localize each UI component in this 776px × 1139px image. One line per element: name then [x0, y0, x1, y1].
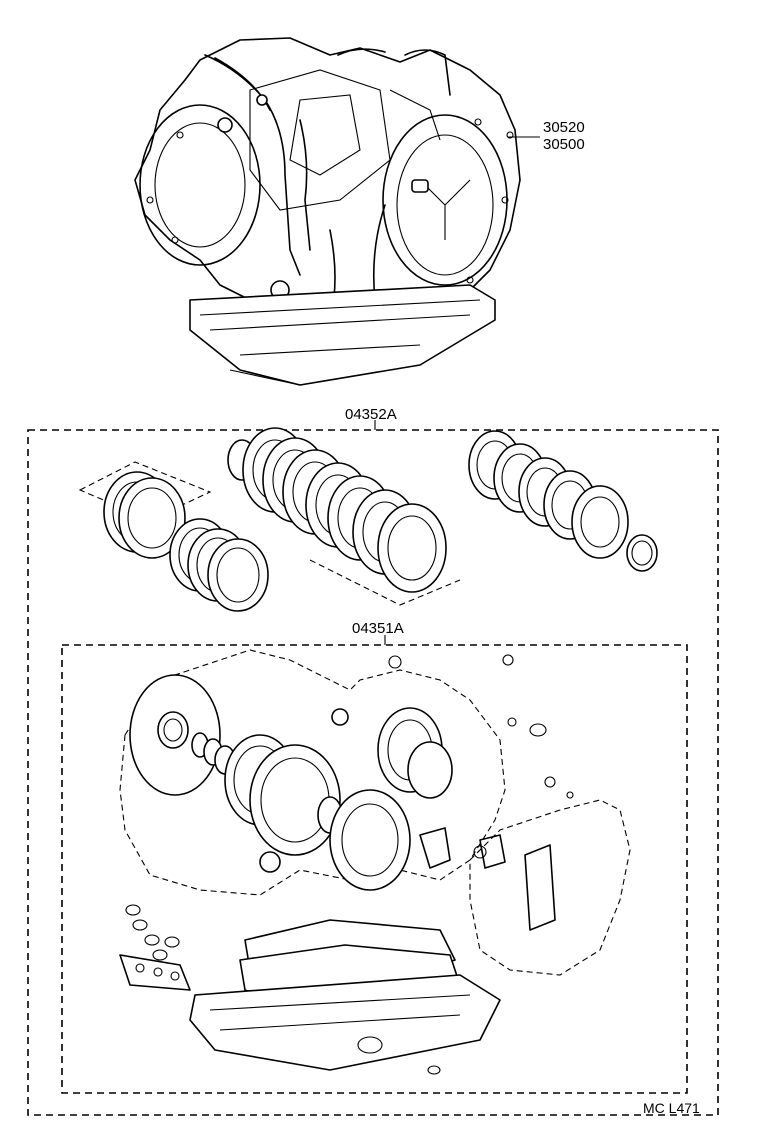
oil-pan-icon: [189, 919, 501, 1075]
clutch-pack-outline-center: [309, 559, 461, 606]
kit-label-overhaul: 04352A: [345, 406, 397, 423]
part-number-30520: 30520: [543, 119, 585, 136]
clutch-disc-icon: [103, 471, 269, 612]
gasket-icon: [119, 649, 631, 991]
kit-label-gasket: 04351A: [352, 620, 404, 637]
clutch-disc-icon: [227, 427, 447, 593]
gasket-kit-border: [61, 644, 688, 1094]
footer-code: MC L471: [643, 1100, 700, 1116]
part-number-30500: 30500: [543, 136, 585, 153]
clutch-disc-icon: [468, 430, 658, 572]
overhaul-kit-border: [27, 429, 719, 1116]
transmission-assembly-icon: [134, 37, 540, 386]
